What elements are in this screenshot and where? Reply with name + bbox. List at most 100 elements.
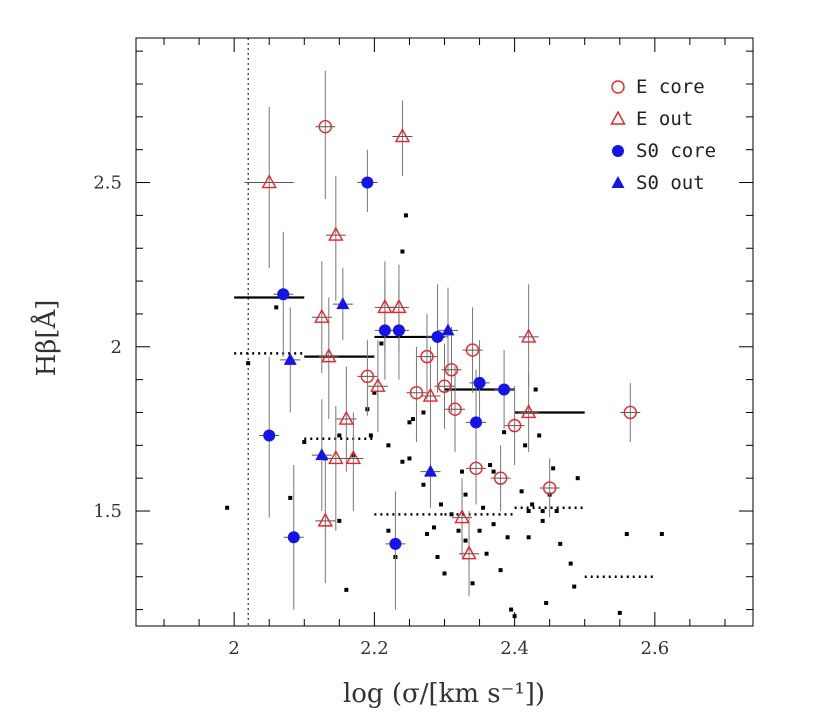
s0-core-point	[287, 531, 300, 544]
s0-core-point	[361, 176, 374, 189]
small-point	[421, 482, 426, 487]
e-out-point	[520, 404, 537, 419]
legend-label-s0-out: S0 out	[636, 172, 705, 194]
small-point	[246, 361, 251, 366]
small-point	[533, 387, 538, 392]
small-point	[302, 440, 307, 445]
small-point	[502, 430, 507, 435]
e-out-point	[391, 298, 407, 314]
small-point	[460, 469, 465, 474]
small-point	[368, 433, 373, 438]
small-point	[512, 614, 517, 619]
y-tick-label: 1.5	[93, 501, 122, 522]
x-tick-label: 2	[228, 638, 239, 659]
x-tick-label: 2.6	[641, 638, 670, 659]
s0-out-point	[283, 352, 297, 365]
legend-label-e-out: E out	[636, 108, 693, 130]
small-point	[540, 509, 545, 514]
small-point	[572, 584, 577, 589]
small-point	[554, 509, 559, 514]
y-tick-label: 2	[111, 337, 122, 358]
small-point	[449, 512, 454, 517]
e-core-point	[465, 343, 480, 357]
small-point	[537, 433, 542, 438]
e-out-point	[520, 328, 537, 343]
small-point	[431, 525, 436, 530]
small-point	[438, 502, 443, 507]
small-point	[386, 528, 391, 533]
legend-marker-s0-core	[612, 145, 624, 157]
e-core-point	[448, 402, 462, 416]
small-point	[424, 532, 429, 537]
e-core-point	[444, 363, 459, 377]
e-out-point	[394, 128, 411, 143]
small-point	[288, 495, 293, 500]
e-out-point	[454, 509, 470, 524]
legend-marker-s0-out	[611, 176, 625, 188]
small-point	[509, 607, 514, 612]
e-out-point	[321, 348, 337, 363]
small-point	[491, 522, 496, 527]
small-point	[526, 509, 531, 514]
e-core-point	[623, 405, 638, 420]
small-point	[491, 469, 496, 474]
s0-core-point	[392, 324, 405, 337]
data-markers	[261, 119, 638, 560]
small-point	[617, 610, 622, 615]
small-point	[337, 433, 342, 438]
small-point	[519, 489, 524, 494]
small-point	[407, 456, 412, 461]
small-point	[505, 535, 510, 540]
e-out-point	[328, 226, 344, 241]
e-out-point	[422, 387, 439, 402]
s0-core-point	[470, 416, 483, 429]
small-point	[337, 518, 342, 523]
x-tick-label: 2.4	[500, 638, 529, 659]
small-point	[463, 538, 468, 543]
small-point	[400, 249, 405, 254]
e-core-point	[420, 349, 434, 364]
s0-core-point	[473, 376, 486, 389]
x-tick-label: 2.2	[360, 638, 389, 659]
small-point	[575, 476, 580, 481]
e-out-point	[317, 512, 333, 527]
e-out-point	[328, 449, 344, 465]
small-point	[379, 341, 384, 346]
legend-marker-e-out	[610, 110, 626, 125]
small-point	[484, 551, 489, 556]
e-out-point	[345, 449, 362, 465]
e-out-point	[461, 545, 477, 560]
s0-out-point	[336, 297, 350, 310]
x-axis-title: log (σ/[km s⁻¹])	[343, 679, 545, 709]
e-out-point	[261, 174, 277, 189]
small-point	[421, 410, 426, 415]
small-point	[456, 528, 461, 533]
e-core-point	[493, 471, 508, 485]
s0-out-point	[423, 464, 437, 477]
legend-label-s0-core: S0 core	[636, 140, 716, 162]
e-out-point	[370, 377, 386, 392]
small-point	[477, 528, 482, 533]
e-out-point	[338, 410, 355, 425]
s0-out-point	[315, 448, 329, 461]
small-point	[274, 305, 279, 310]
e-out-point	[377, 298, 393, 314]
e-core-point	[409, 386, 424, 400]
small-point	[481, 505, 486, 510]
small-point	[488, 463, 493, 468]
small-point	[372, 390, 377, 395]
legend-marker-e-core	[611, 80, 625, 94]
small-point	[558, 541, 563, 546]
small-point	[498, 568, 503, 573]
s0-core-point	[263, 429, 276, 442]
small-point	[410, 417, 415, 422]
small-point	[544, 601, 549, 606]
small-point	[624, 532, 629, 537]
s0-out-point	[441, 323, 455, 336]
s0-core-point	[378, 324, 391, 337]
legend-label-e-core: E core	[636, 76, 705, 98]
e-core-point	[437, 379, 452, 393]
small-point	[540, 518, 545, 523]
small-point	[659, 532, 664, 537]
